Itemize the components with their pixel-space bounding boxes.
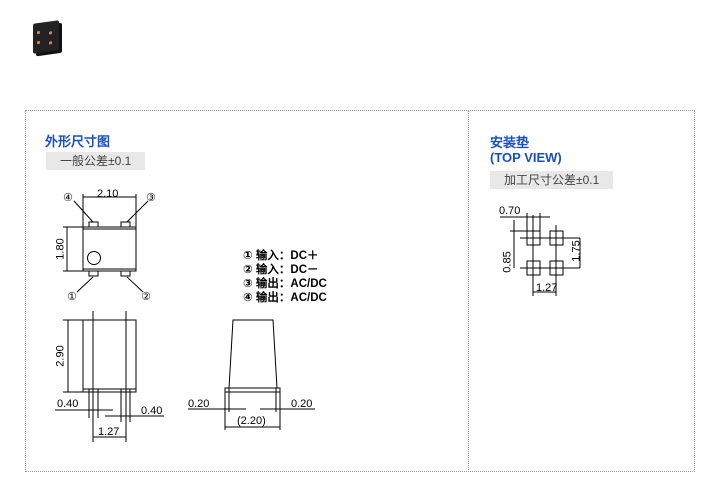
pin-legend: ① 输入：DC＋ ② 输入：DC－ ③ 输出：AC/DC ④ 输出：AC/DC xyxy=(243,249,327,305)
pin-1-label: ① xyxy=(67,291,77,303)
pad-layout xyxy=(500,213,581,296)
dim-pin-left: 0.40 xyxy=(57,398,79,410)
dim-side-total: (2.20) xyxy=(237,415,266,427)
top-view-subtitle: (TOP VIEW) xyxy=(490,150,562,165)
legend-item: ④ 输出：AC/DC xyxy=(243,292,327,304)
front-view xyxy=(55,311,164,442)
dim-height: 1.80 xyxy=(54,238,67,260)
top-view xyxy=(63,194,149,293)
pin-4-label: ④ xyxy=(63,192,73,204)
pin-2-label: ② xyxy=(141,291,151,303)
pad-dim-total: 1.75 xyxy=(570,240,583,262)
pin-3-label: ③ xyxy=(146,192,156,204)
drawing-frame xyxy=(25,110,695,472)
mounting-pad-title: 安装垫 xyxy=(490,135,530,150)
pad-dim-row: 0.85 xyxy=(501,251,514,273)
legend-item: ③ 输出：AC/DC xyxy=(243,278,327,290)
panel-divider xyxy=(468,110,469,472)
pad-dim-width: 0.70 xyxy=(499,205,521,217)
dim-side-right: 0.20 xyxy=(291,398,313,410)
legend-item: ① 输入：DC＋ xyxy=(243,250,319,262)
dim-pitch: 1.27 xyxy=(98,426,120,438)
general-tolerance: 一般公差±0.1 xyxy=(46,152,146,170)
dimensions-title: 外形尺寸图 xyxy=(45,134,111,149)
dim-pin-right: 0.40 xyxy=(141,405,163,417)
side-view xyxy=(188,319,315,430)
machining-tolerance: 加工尺寸公差±0.1 xyxy=(490,171,614,189)
dim-width: 2.10 xyxy=(97,188,119,200)
legend-item: ② 输入：DC－ xyxy=(243,264,319,276)
dim-side-left: 0.20 xyxy=(188,398,210,410)
pad-dim-pitch: 1.27 xyxy=(536,282,558,294)
dim-length: 2.90 xyxy=(54,345,67,367)
